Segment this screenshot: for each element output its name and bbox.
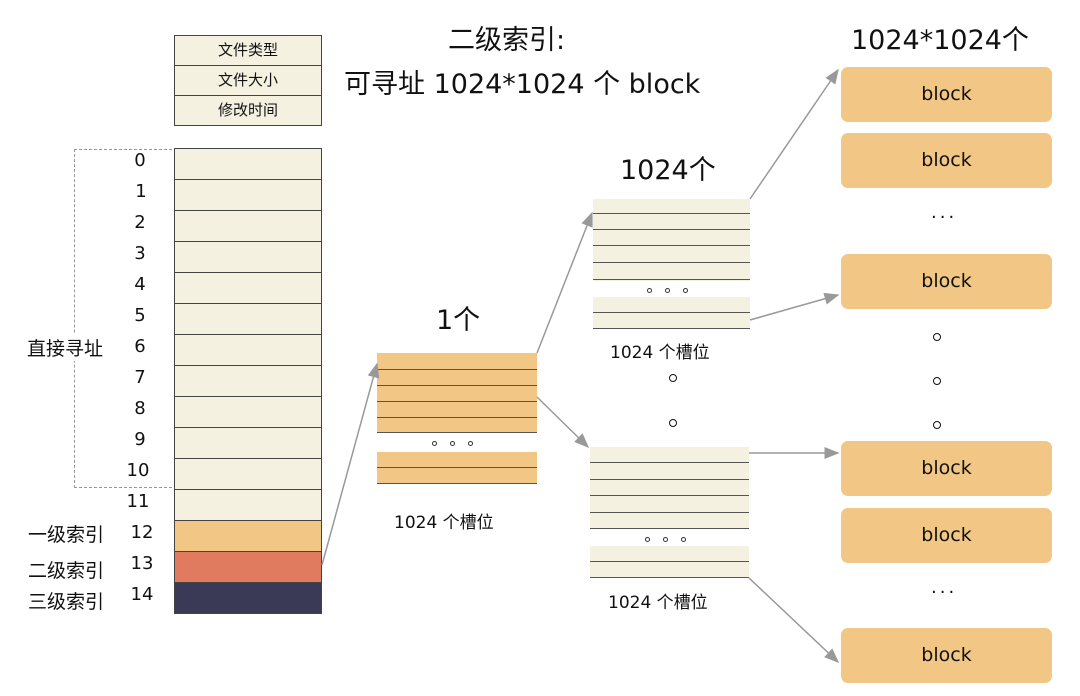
data-block: block [841,441,1052,496]
inode-slot-10 [174,458,322,490]
ellipsis-dot [681,537,686,542]
level2-index-table-bottom [590,447,749,529]
inode-slot-number: 5 [134,305,146,326]
inode-slot-14 [174,582,322,614]
arrow-table-to-level2-bottom [536,396,590,449]
data-block: block [841,254,1052,309]
level2-count: 1024个 [620,155,716,186]
vertical-ellipsis-dot [933,421,941,429]
arrow-to-block-3 [749,292,840,321]
inode-slot-number: 12 [130,522,154,543]
inode-slot-number: 11 [126,491,150,512]
arrow-table-to-level2-top [536,211,593,354]
ellipsis-dot [665,288,670,293]
level2-index-label: 二级索引 [28,560,105,582]
inode-slot-8 [174,396,322,428]
diagram-title-line1: 二级索引: [448,25,566,56]
ellipsis-dot [468,441,473,446]
level1-index-table-tail [377,452,537,484]
arrow-to-block-last [748,577,840,664]
level3-index-label: 三级索引 [28,591,105,613]
inode-slot-number: 8 [134,398,146,419]
inode-slot-9 [174,427,322,459]
arrow-to-block-1 [749,68,839,200]
level2-index-table-top [593,199,750,281]
inode-slot-number: 1 [135,181,147,202]
level1-index-label: 一级索引 [28,524,105,546]
data-block: block [841,133,1052,188]
data-block: block [841,508,1052,563]
vertical-ellipsis-dot [669,374,677,382]
data-block: block [841,628,1052,683]
level1-slots-caption: 1024 个槽位 [394,513,494,533]
data-block: block [841,67,1052,122]
level2-index-table-top-tail [593,297,750,329]
direct-address-bracket [74,149,172,488]
level2-bottom-slots-caption: 1024 个槽位 [608,593,708,613]
ellipsis-dot [645,537,650,542]
ellipsis-dot [450,441,455,446]
inode-slot-11 [174,489,322,521]
vertical-ellipsis-dot [669,419,677,427]
inode-slot-number: 2 [134,212,146,233]
inode-slot-number: 13 [130,553,154,574]
vertical-ellipsis-dot [933,333,941,341]
inode-slot-number: 4 [134,274,146,295]
inode-slot-2 [174,210,322,242]
ellipsis-dot [683,288,688,293]
level1-count: 1个 [436,305,481,336]
ellipsis-dot [647,288,652,293]
level1-index-table [377,353,537,433]
inode-slot-number: 0 [134,150,146,171]
level2-top-slots-caption: 1024 个槽位 [610,343,710,363]
vertical-ellipsis-dot [933,377,941,385]
inode-slot-number: 3 [134,243,146,264]
meta-file-size: 文件大小 [174,65,322,96]
ellipsis-dot [432,441,437,446]
arrow-level2-to-table [321,362,380,566]
inode-slot-number: 9 [134,429,146,450]
meta-modified-time: 修改时间 [174,95,322,126]
inode-slot-7 [174,365,322,397]
blocks-count: 1024*1024个 [851,25,1029,56]
direct-address-label: 直接寻址 [27,334,106,361]
inode-slot-number: 14 [130,584,154,605]
ellipsis-dot [663,537,668,542]
level2-index-table-bottom-tail [590,546,749,578]
horizontal-ellipsis: ··· [931,582,958,603]
horizontal-ellipsis: ··· [931,207,958,228]
inode-slot-number: 7 [134,367,146,388]
diagram-title-line2: 可寻址 1024*1024 个 block [344,69,701,100]
inode-slot-number: 10 [126,460,150,481]
inode-slot-number: 6 [134,336,146,357]
